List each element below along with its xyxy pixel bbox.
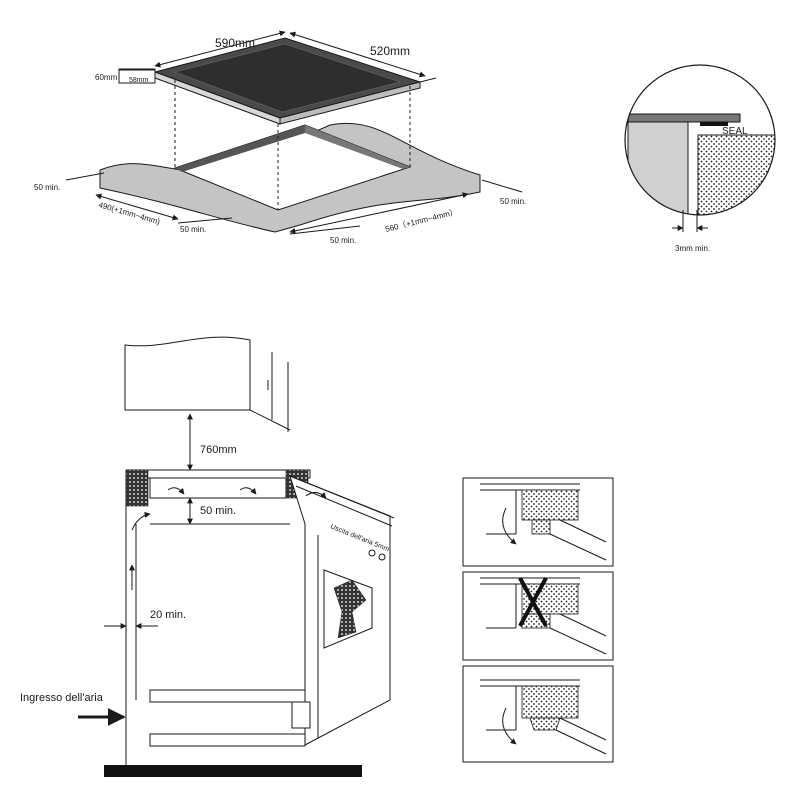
height-total-label: 60mm [95,73,118,82]
drawer-top [149,689,306,703]
hob-cutout-diagram: 590mm 520mm 60mm 58mm 50 min. 490(+1mm~4… [34,30,526,245]
hob-depth-label: 520mm [370,44,410,58]
clearance-front2-label: 50 min. [330,236,356,245]
drawer-bottom [149,733,306,747]
seal-label: SEAL [722,126,748,137]
side-clearance-label: 20 min. [150,609,186,621]
ventilation-detail-panels [462,477,614,763]
detail-panel-incorrect [462,571,614,661]
floor [104,765,362,777]
detail-panel-correct-2 [462,665,614,763]
detail-panel-correct-1 [462,477,614,567]
worktop [99,122,481,233]
oven: Uscita dell'aria 5mm [289,475,395,746]
oven-window-flame [333,579,367,639]
seal-detail: SEAL 3mm min. [624,64,776,253]
seal-gap-label: 3mm min. [675,244,710,253]
cabinet-clearance-label: 760mm [200,444,237,456]
hob-width-label: 590mm [215,36,255,50]
height-body-label: 58mm [129,77,149,84]
installation-side-view: 760mm 50 min. 20 min. Ingresso dell'aria [20,336,395,777]
cutout-depth-label: 490(+1mm~4mm) [97,200,161,226]
height-total-box [118,68,156,84]
under-clearance-label: 50 min. [200,505,236,517]
depth-dimension-line [289,31,426,78]
worktop-section-left [125,469,149,507]
cutout-width-label: 560（+1mm~4mm） [384,207,458,234]
upper-cabinet [124,336,251,411]
cross-mark [518,577,548,627]
width-dimension-line [154,30,286,68]
clearance-left-label: 50 min. [34,183,60,192]
clearance-right-label: 50 min. [500,197,526,206]
clearance-front-label: 50 min. [180,225,206,234]
air-inlet-label: Ingresso dell'aria [20,692,104,704]
